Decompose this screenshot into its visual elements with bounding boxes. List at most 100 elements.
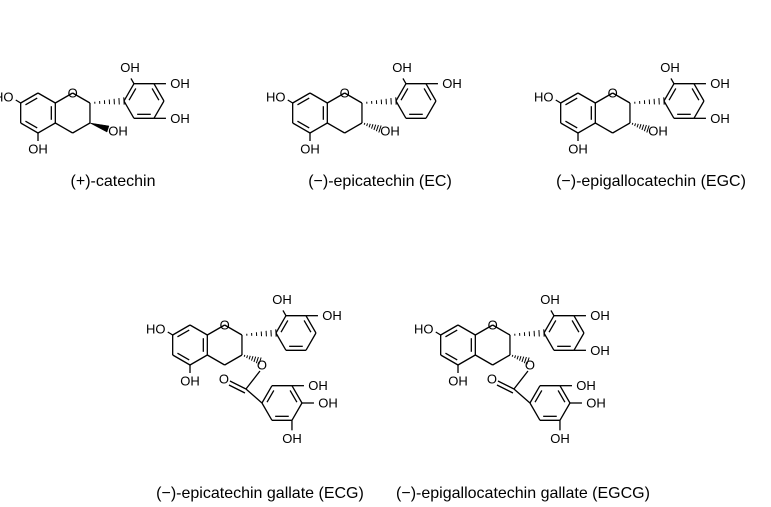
c-ring xyxy=(326,122,345,134)
galloyl-ring-double xyxy=(534,390,543,403)
c-ring xyxy=(474,354,493,366)
galloyl-ring xyxy=(559,385,571,404)
hydroxyl-label: OH xyxy=(586,396,606,411)
bond-oh xyxy=(130,78,135,85)
hydroxyl-label: OH xyxy=(590,308,610,323)
a-ring xyxy=(309,122,328,134)
ester-oxygen-label: O xyxy=(257,358,267,373)
bond-oh-7 xyxy=(555,99,562,104)
b-ring xyxy=(395,83,407,102)
c-ring xyxy=(594,122,613,134)
c3-hashed xyxy=(634,123,637,127)
a-ring xyxy=(577,122,596,134)
a-ring xyxy=(172,354,191,366)
c-ring xyxy=(492,324,511,336)
bond-oh-7 xyxy=(15,99,22,104)
b-ring xyxy=(663,100,675,119)
carbonyl-oxygen-label: O xyxy=(487,372,497,387)
b-ring-double xyxy=(151,88,160,101)
c3-hashed xyxy=(368,123,371,128)
c3-hashed xyxy=(258,357,262,365)
a-ring xyxy=(577,92,596,104)
c-ring xyxy=(54,122,73,134)
b-ring xyxy=(693,83,705,102)
hydroxyl-label-7: HO xyxy=(266,90,286,105)
b-ring xyxy=(305,315,317,334)
b-ring xyxy=(573,315,585,334)
b-ring-double xyxy=(668,88,677,101)
carbonyl-bond xyxy=(496,384,514,394)
hydroxyl-label: OH xyxy=(660,60,680,75)
c-ring xyxy=(344,122,363,134)
galloyl-ring xyxy=(559,402,571,421)
galloyl-ring xyxy=(529,402,541,421)
a-ring-double xyxy=(445,329,458,338)
b-ring xyxy=(663,83,675,102)
b-ring xyxy=(693,100,705,119)
galloyl-ring-double xyxy=(289,390,298,403)
caption-epigallocatechin-gallate: (−)-epigallocatechin gallate (EGCG) xyxy=(396,485,650,502)
c-ring xyxy=(344,92,363,104)
c-ring xyxy=(326,92,345,104)
c-ring xyxy=(612,122,631,134)
a-ring-double xyxy=(565,120,578,129)
b-ring xyxy=(153,83,165,102)
b-ring xyxy=(123,83,135,102)
c3-hashed xyxy=(255,356,259,364)
a-ring-double xyxy=(25,97,38,106)
b-ring xyxy=(153,100,165,119)
hydroxyl-label-7: HO xyxy=(534,90,554,105)
a-ring xyxy=(172,324,191,336)
galloyl-ring-double xyxy=(266,390,275,403)
hydroxyl-label-3: OH xyxy=(108,124,128,139)
hydroxyl-label: OH xyxy=(272,292,292,307)
hydroxyl-label: OH xyxy=(576,378,596,393)
ester-bond xyxy=(245,370,261,390)
c-ring xyxy=(492,354,511,366)
a-ring xyxy=(20,122,39,134)
b-ring xyxy=(573,332,585,351)
carbonyl-oxygen-label: O xyxy=(219,372,229,387)
hydroxyl-label-5: OH xyxy=(568,142,588,157)
a-ring-double xyxy=(25,120,38,129)
galloyl-ring-double xyxy=(557,390,566,403)
galloyl-ring xyxy=(261,402,273,421)
a-ring-double xyxy=(177,352,190,361)
hydroxyl-label: OH xyxy=(308,378,328,393)
c-ring xyxy=(72,122,91,134)
b-ring xyxy=(395,100,407,119)
ring-oxygen-label: O xyxy=(488,318,498,333)
a-ring xyxy=(189,324,208,336)
c-ring xyxy=(72,92,91,104)
a-ring xyxy=(37,92,56,104)
galloyl-bond xyxy=(513,388,531,404)
ring-oxygen-label: O xyxy=(340,86,350,101)
a-ring-double xyxy=(297,97,310,106)
c-ring xyxy=(612,92,631,104)
hydroxyl-label: OH xyxy=(540,292,560,307)
a-ring xyxy=(440,324,459,336)
b-ring xyxy=(543,315,555,334)
a-ring xyxy=(560,122,579,134)
hydroxyl-label: OH xyxy=(550,431,570,446)
c-ring xyxy=(206,354,225,366)
hydroxyl-label: OH xyxy=(590,343,610,358)
c3-hashed xyxy=(526,357,530,365)
hydroxyl-label: OH xyxy=(120,60,140,75)
hydroxyl-label: OH xyxy=(318,396,338,411)
hydroxyl-label: OH xyxy=(170,76,190,91)
caption-epicatechin: (−)-epicatechin (EC) xyxy=(308,173,452,190)
bond-oh-7 xyxy=(435,331,442,336)
a-ring xyxy=(457,354,476,366)
c3-hashed xyxy=(373,124,377,131)
c3-hashed xyxy=(636,123,639,128)
c3-hashed xyxy=(521,356,525,363)
c3-hashed xyxy=(371,124,374,129)
c-ring xyxy=(54,92,73,104)
b-ring-double xyxy=(128,88,137,101)
c3-hashed xyxy=(378,125,382,133)
ring-oxygen-label: O xyxy=(68,86,78,101)
hydroxyl-label-7: HO xyxy=(146,322,166,337)
hydroxyl-label-5: OH xyxy=(300,142,320,157)
carbonyl-bond xyxy=(497,380,515,390)
